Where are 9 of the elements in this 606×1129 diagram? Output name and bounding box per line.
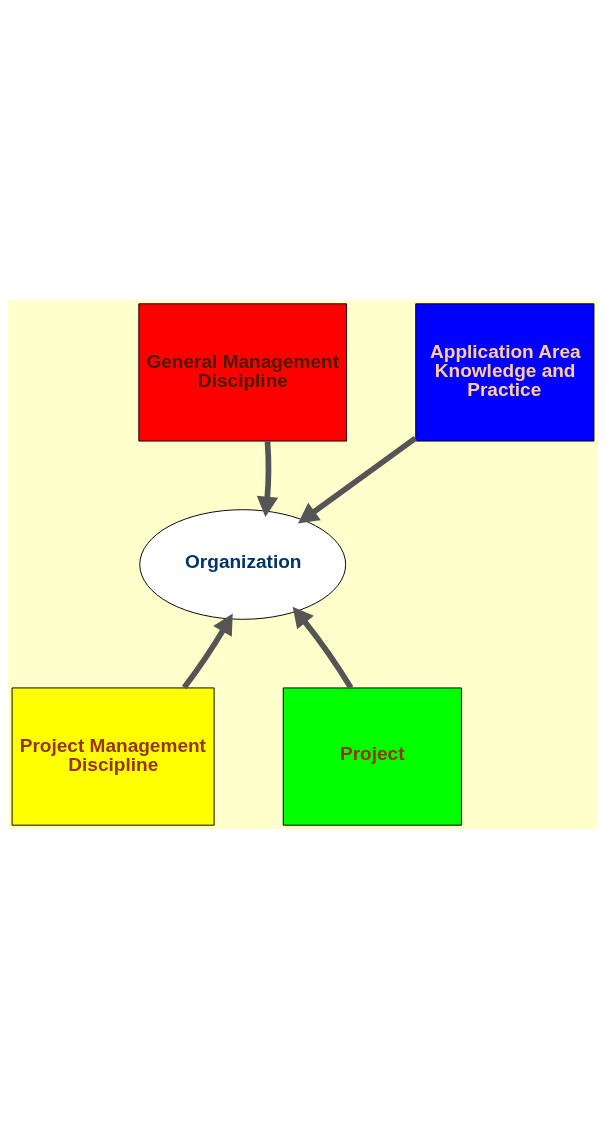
arrow: [256, 441, 279, 518]
node-box: Project: [282, 687, 462, 826]
node-box: General Management Discipline: [138, 303, 348, 442]
arrow: [292, 606, 354, 690]
arrow: [297, 436, 418, 524]
arrow: [181, 613, 233, 690]
node-ellipse: Organization: [139, 509, 347, 620]
node-box: Application Area Knowledge and Practice: [415, 303, 595, 442]
node-box: Project Management Discipline: [11, 687, 215, 826]
